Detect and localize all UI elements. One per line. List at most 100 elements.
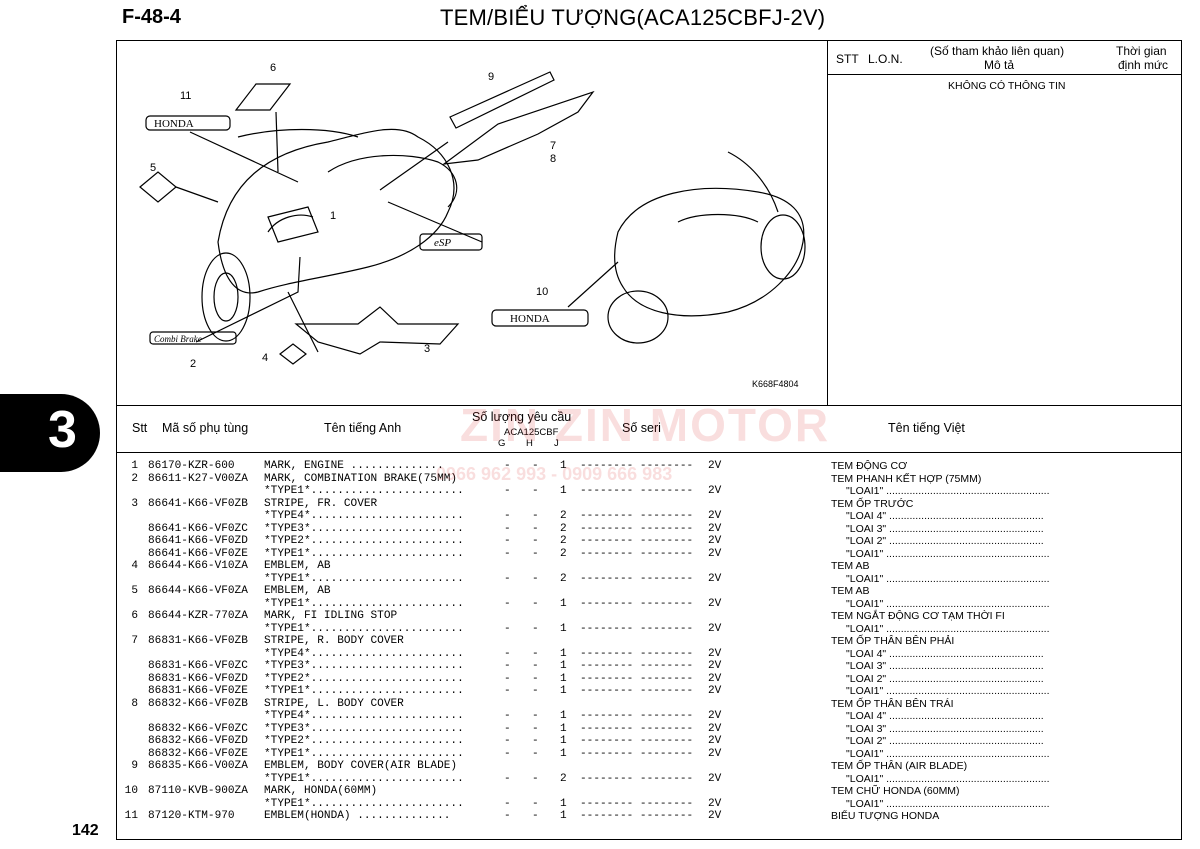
row-version: 2V [708, 547, 722, 560]
decal-3-fr-stripe [294, 306, 460, 355]
scooter-front-stripe [267, 214, 314, 233]
callout-1: 1 [330, 210, 337, 222]
page-number: 142 [72, 822, 99, 839]
row-serial: -------- -------- [580, 535, 694, 547]
vn-row: TEM ỐP THÂN BÊN TRÁI [831, 697, 954, 710]
table-row: 86641-K66-VF0ZD *TYPE2*..................… [126, 535, 726, 548]
th-serial: Số seri [622, 421, 661, 435]
scooter-front-panel [267, 206, 319, 243]
row-number: 1 [131, 460, 138, 472]
row-part-number: 86644-K66-VF0ZA [148, 585, 248, 597]
row-serial: -------- -------- [580, 622, 694, 635]
row-qty-j: 1 [560, 672, 567, 685]
vn-row: TEM ỐP THÂN (AIR BLADE) [831, 760, 968, 772]
row-serial: -------- -------- [580, 647, 694, 660]
row-name-en: EMBLEM, AB [264, 560, 331, 572]
row-qty-g: - [504, 772, 511, 785]
row-number: 8 [131, 697, 138, 710]
row-qty-j: 1 [560, 710, 567, 722]
decal-6-fi-idling [234, 83, 292, 111]
table-row: 86831-K66-VF0ZC*TYPE3*..................… [126, 660, 726, 673]
row-version: 2V [708, 772, 722, 785]
row-qty-h: - [532, 772, 539, 785]
th-part-no: Mã số phụ tùng [162, 421, 249, 435]
table-row: *TYPE1*.......................--1-------… [126, 598, 726, 611]
right-col-desc: Mô tả [984, 58, 1015, 72]
row-name-en: *TYPE3*....................... [264, 522, 464, 535]
row-version: 2V [708, 660, 722, 672]
decal-honda-text-2: HONDA [510, 313, 550, 325]
vn-row: TEM AB [831, 560, 870, 572]
right-panel-note: KHÔNG CÓ THÔNG TIN [948, 80, 1066, 92]
scooter-front-handlebar [237, 128, 359, 138]
row-version: 2V [708, 510, 722, 522]
row-name-en: MARK, COMBINATION BRAKE(75MM) [264, 472, 458, 485]
row-qty-j: 1 [560, 747, 567, 760]
row-part-number: 86641-K66-VF0ZC [148, 522, 248, 535]
row-name-en: *TYPE4*....................... [264, 710, 464, 722]
vn-row: TEM ỐP THÂN BÊN PHẢI [831, 635, 955, 647]
row-part-number: 86831-K66-VF0ZE [148, 685, 248, 697]
row-name-en: *TYPE4*....................... [264, 510, 464, 522]
vn-row: "LOAI1" ................................… [846, 547, 1050, 560]
row-qty-j: 2 [560, 522, 567, 535]
row-name-en: *TYPE1*....................... [264, 797, 464, 810]
row-part-number: 86832-K66-VF0ZC [148, 722, 248, 735]
row-version: 2V [708, 747, 722, 760]
vn-row: "LOAI 2" ...............................… [846, 672, 1044, 685]
row-qty-j: 1 [560, 735, 567, 747]
row-part-number: 86641-K66-VF0ZD [148, 535, 248, 547]
row-serial: -------- -------- [580, 747, 694, 760]
row-name-en: MARK, ENGINE .............. [264, 460, 444, 472]
row-qty-g: - [504, 522, 511, 535]
row-name-en: STRIPE, FR. COVER [264, 497, 378, 510]
row-name-en: *TYPE1*....................... [264, 572, 464, 585]
row-serial: -------- -------- [580, 660, 694, 672]
row-name-en: *TYPE1*....................... [264, 547, 464, 560]
row-number: 10 [124, 785, 138, 797]
row-serial: -------- -------- [580, 735, 694, 747]
row-qty-g: - [504, 672, 511, 685]
row-qty-h: - [532, 735, 539, 747]
row-part-number: 86832-K66-VF0ZB [148, 697, 248, 710]
row-name-en: EMBLEM(HONDA) .............. [264, 810, 451, 822]
table-row: *TYPE4*.......................--1-------… [126, 710, 726, 723]
vn-row: "LOAI 3" ...............................… [846, 722, 1044, 735]
row-serial: -------- -------- [580, 522, 694, 535]
row-qty-h: - [532, 747, 539, 760]
scooter-rear-wheel [760, 214, 806, 280]
row-qty-j: 1 [560, 460, 567, 472]
row-name-en: STRIPE, R. BODY COVER [264, 635, 404, 647]
row-qty-g: - [504, 597, 511, 610]
row-version: 2V [708, 710, 722, 722]
callout-4: 4 [262, 352, 269, 364]
row-name-en: *TYPE3*....................... [264, 722, 464, 735]
right-col-ref: (Số tham khảo liên quan) [930, 44, 1065, 58]
table-row: 86832-K66-VF0ZE*TYPE1*..................… [126, 748, 726, 761]
section-code: F-48-4 [122, 6, 181, 28]
row-number: 4 [131, 560, 138, 572]
leader-1 [387, 201, 483, 243]
row-qty-g: - [504, 685, 511, 697]
row-qty-h: - [532, 797, 539, 810]
scooter-front-seat [327, 154, 458, 208]
row-name-en: *TYPE1*....................... [264, 772, 464, 785]
row-qty-g: - [504, 622, 511, 635]
row-serial: -------- -------- [580, 810, 694, 822]
vn-row: "LOAI1" ................................… [846, 747, 1050, 760]
row-name-en: MARK, HONDA(60MM) [264, 785, 378, 797]
row-part-number: 86644-KZR-770ZA [148, 610, 248, 622]
decal-diagram: HONDA HONDA Combi Brake eSP [139, 71, 806, 365]
callout-5: 5 [150, 162, 157, 174]
th-stt: Stt [132, 421, 148, 435]
row-serial: -------- -------- [580, 685, 694, 697]
vn-row: TEM NGẮT ĐỘNG CƠ TẠM THỜI FI [831, 610, 1005, 622]
table-top-rule [116, 405, 1182, 406]
row-part-number: 86831-K66-VF0ZB [148, 635, 248, 647]
vn-row: "LOAI1" ................................… [846, 622, 1050, 635]
row-name-en: *TYPE2*....................... [264, 535, 464, 547]
th-model: ACA125CBF [504, 427, 559, 438]
